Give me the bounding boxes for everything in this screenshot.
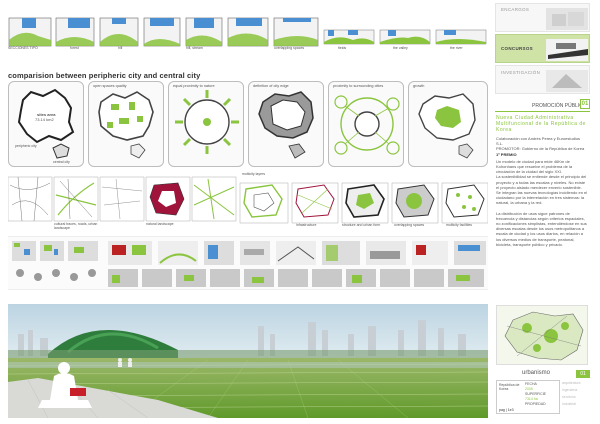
footer-item[interactable]: ingeniería — [562, 388, 578, 392]
sections-strip: SECCIONES TIPO forest hill hill, stream … — [8, 14, 488, 54]
proximity-drawing — [175, 90, 239, 154]
sidebar-item-label: CONCURSOS — [501, 46, 533, 51]
center-label: sites area — [37, 112, 56, 117]
panel-peripheric-city: sites area 73.14 km2 peripheric city cen… — [8, 81, 84, 167]
info-table: República de Korea FECHA 2005 SUPERFICIE… — [496, 380, 560, 414]
panel-title: equal proximity to nature — [173, 84, 215, 88]
strip-label-fields: fields — [338, 46, 347, 50]
sidebar-plan — [496, 305, 588, 365]
sidebar-item-encargos[interactable]: ENCARGOS — [495, 3, 590, 32]
center-sub: 73.14 km2 — [35, 117, 54, 122]
description-2: La sostenibilidad se entiende desde el p… — [496, 174, 587, 190]
table-prop-label: PROPIEDAD — [525, 402, 546, 406]
multicity-label: multicity layers — [242, 172, 265, 176]
sidebar-item-investigacion[interactable]: INVESTIGACIÓN — [495, 65, 590, 94]
detail-drawing — [12, 241, 486, 287]
analysis-drawing — [7, 176, 489, 224]
open-spaces-drawing — [98, 91, 154, 159]
table-sup: 7314 ha — [525, 397, 538, 401]
encargos-thumb — [546, 8, 588, 30]
analysis-cap-10: multicity facilities — [446, 223, 473, 227]
category-label: PROMOCIÓN PÚBLICA — [532, 103, 587, 109]
footer-item[interactable]: arquitectura — [562, 381, 581, 385]
category-num-box: 01 — [580, 99, 590, 109]
panel-title: proximity to surrounding cities — [333, 84, 384, 88]
panel-city-edge: definition of city edge — [248, 81, 324, 167]
credits: Colaboración con Andrés Perea y Euroestu… — [496, 136, 581, 147]
category-rule — [495, 111, 590, 112]
page-number: pag | 1e3 — [499, 408, 514, 412]
sidebar-item-label: ENCARGOS — [501, 7, 530, 12]
description-3: Se integran las nuevas tecnologías incid… — [496, 190, 588, 206]
growth-drawing — [418, 93, 476, 159]
landscape-render — [8, 304, 488, 418]
urbanismo-num: 01 — [576, 370, 590, 378]
analysis-cap-6: infrastructure — [296, 223, 317, 227]
table-sup-label: SUPERFICIE — [525, 392, 547, 396]
strip-label-valley: the valley — [393, 46, 408, 50]
urbanismo-bar: urbanismo 01 — [522, 370, 590, 379]
sidebar-item-concursos[interactable]: CONCURSOS — [495, 34, 590, 63]
description-1: Un modelo de ciudad para mide 46Km de Ko… — [496, 158, 573, 175]
sections-strip-drawing — [8, 17, 487, 47]
right-sidebar: ENCARGOS CONCURSOS INVESTIGACIÓN PROMOCI… — [492, 0, 600, 424]
category-num: 01 — [581, 101, 589, 107]
panel-growth: growth — [408, 81, 488, 167]
analysis-row: multicity layers cultural traces, roads,… — [7, 172, 489, 230]
strip-label-hill: hill — [118, 46, 123, 50]
panel-title: open spaces quality — [93, 84, 127, 88]
strip-label-forest: forest — [70, 46, 79, 50]
description-4: La distribución de usos sigue patrones d… — [496, 210, 587, 247]
promoter: PROMOTOR: Gobierno de la República de Ko… — [496, 146, 585, 152]
analysis-cap-1: cultural traces, roads, urban landscape — [54, 222, 98, 230]
footer-item[interactable]: servicios — [562, 395, 576, 399]
table-fecha-label: FECHA — [525, 382, 537, 386]
strip-label-river: the river — [450, 46, 463, 50]
panel-surrounding-cities: proximity to surrounding cities — [328, 81, 404, 167]
analysis-cap-9: overlapping spaces — [394, 223, 425, 227]
project-title: Nueva Ciudad Administrativa Multifuncion… — [496, 115, 586, 133]
strip-label-hill-stream: hill, stream — [186, 46, 203, 50]
city-blob-drawing — [17, 88, 75, 159]
panel-title: definition of city edge — [253, 84, 289, 88]
footer-item[interactable]: industrial — [562, 402, 577, 406]
sections-label: SECCIONES TIPO — [8, 46, 38, 50]
concursos-thumb — [546, 39, 588, 61]
table-country: República de Korea — [499, 383, 520, 391]
panel-title: growth — [413, 84, 425, 88]
investigacion-thumb — [546, 70, 588, 92]
urbanismo-label: urbanismo — [522, 370, 551, 376]
prize: 1º PREMIO — [496, 151, 517, 157]
peripheric-caption: peripheric city — [15, 144, 37, 148]
footer-categories: arquitectura ingeniería servicios indust… — [562, 380, 592, 408]
plan-drawing — [504, 311, 584, 361]
sidebar-item-label: INVESTIGACIÓN — [501, 70, 541, 75]
category-heading: PROMOCIÓN PÚBLICA — [532, 103, 586, 109]
city-edge-drawing — [258, 91, 314, 159]
project-text: Colaboración con Andrés Perea y Euroestu… — [496, 136, 588, 247]
central-caption: central city — [53, 160, 70, 164]
surrounding-drawing — [334, 95, 400, 155]
panel-open-spaces: open spaces quality — [88, 81, 164, 167]
comparison-title: comparision between peripheric city and … — [8, 71, 201, 80]
panel-equal-proximity: equal proximity to nature — [168, 81, 244, 167]
analysis-cap-8: structure and urban form — [342, 223, 381, 227]
analysis-cap-3: natural landscape — [146, 222, 174, 226]
strip-label-overlapping: overlapping spaces — [274, 46, 305, 50]
detail-strip — [8, 236, 488, 290]
table-fecha: 2005 — [525, 387, 533, 391]
hero-landscape — [8, 304, 488, 418]
